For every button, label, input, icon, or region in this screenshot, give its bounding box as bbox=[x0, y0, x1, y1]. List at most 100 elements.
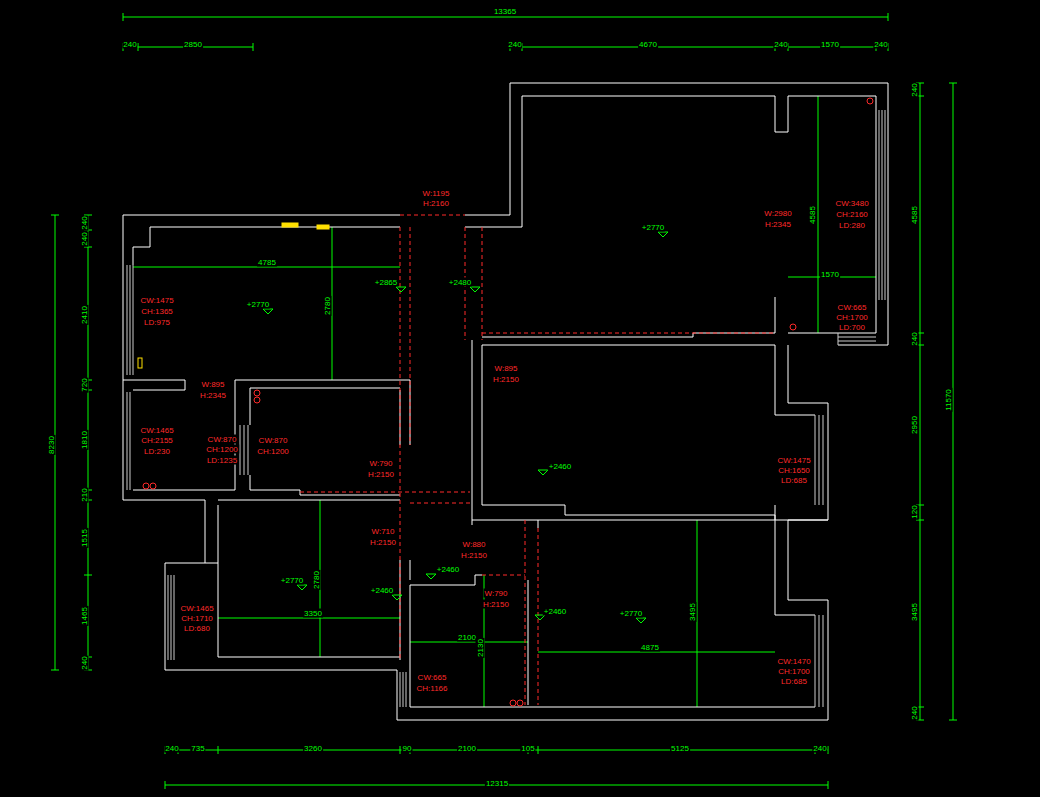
dimension-text: 13365 bbox=[493, 7, 517, 16]
dimension-text: 2100 bbox=[457, 744, 477, 753]
pipe-markers bbox=[143, 98, 873, 706]
dimension-text: +2460 bbox=[370, 586, 394, 595]
opening-label: W:895 bbox=[201, 380, 226, 389]
dimension-text: 90 bbox=[402, 744, 413, 753]
opening-label: H:2150 bbox=[482, 600, 510, 609]
opening-label: H:2345 bbox=[199, 391, 227, 400]
dimension-text: 1570 bbox=[820, 270, 840, 279]
level-marks bbox=[263, 232, 668, 623]
dimension-text: 4585 bbox=[808, 205, 817, 225]
opening-label: LD:685 bbox=[780, 476, 808, 485]
opening-label: H:2345 bbox=[764, 220, 792, 229]
opening-label: CH:1650 bbox=[777, 466, 811, 475]
opening-label: W:1195 bbox=[422, 189, 451, 198]
dimension-text: 105 bbox=[520, 744, 535, 753]
dimension-text: 240 bbox=[122, 40, 137, 49]
dimension-text: 4785 bbox=[257, 258, 277, 267]
opening-label: LD:1235 bbox=[206, 456, 238, 465]
opening-label: H:2150 bbox=[369, 538, 397, 547]
opening-label: LD:230 bbox=[143, 447, 171, 456]
dimension-text: 120 bbox=[910, 504, 919, 519]
opening-label: CW:665 bbox=[837, 303, 868, 312]
outlet-marks bbox=[138, 223, 329, 368]
opening-label: CW:1475 bbox=[139, 296, 174, 305]
opening-label: CW:1465 bbox=[179, 604, 214, 613]
opening-label: CW:1465 bbox=[139, 426, 174, 435]
dimension-text: +2480 bbox=[448, 278, 472, 287]
dimension-text: +2460 bbox=[543, 607, 567, 616]
opening-label: CH:1700 bbox=[835, 313, 869, 322]
walls bbox=[123, 83, 888, 720]
dimension-text: 3260 bbox=[303, 744, 323, 753]
opening-label: H:2150 bbox=[367, 470, 395, 479]
opening-label: W:790 bbox=[484, 589, 509, 598]
dimension-text: 1465 bbox=[80, 606, 89, 626]
dimension-text: 1570 bbox=[820, 40, 840, 49]
dimension-text: +2770 bbox=[619, 609, 643, 618]
opening-label: CH:1365 bbox=[140, 307, 174, 316]
dimension-text: 2100 bbox=[457, 633, 477, 642]
opening-label: CH:1700 bbox=[777, 667, 811, 676]
dimension-text: 735 bbox=[190, 744, 205, 753]
dimension-text: 240 bbox=[773, 40, 788, 49]
opening-label: CH:1166 bbox=[416, 684, 449, 693]
dimension-text: +2865 bbox=[374, 278, 398, 287]
dimension-text: 240 bbox=[80, 231, 89, 246]
opening-label: H:2160 bbox=[422, 199, 450, 208]
dimension-text: 2130 bbox=[476, 638, 485, 658]
dimension-text: 240 bbox=[80, 655, 89, 670]
dimension-text: 3495 bbox=[910, 602, 919, 622]
dimension-text: 8230 bbox=[47, 435, 56, 455]
opening-label: CW:3480 bbox=[834, 199, 869, 208]
opening-label: CW:870 bbox=[258, 436, 289, 445]
dimension-text: +2770 bbox=[246, 300, 270, 309]
opening-label: CH:1710 bbox=[180, 614, 214, 623]
opening-label: CW:1470 bbox=[776, 657, 811, 666]
dimension-text: 5125 bbox=[670, 744, 690, 753]
opening-label: CW:870 bbox=[207, 435, 238, 444]
dimension-text: 240 bbox=[910, 82, 919, 97]
opening-label: LD:975 bbox=[143, 318, 171, 327]
dimension-text: 240 bbox=[80, 215, 89, 230]
dimension-text: 240 bbox=[164, 744, 179, 753]
opening-label: W:2980 bbox=[763, 209, 792, 218]
windows bbox=[127, 110, 885, 707]
opening-label: CH:2160 bbox=[835, 210, 869, 219]
dimension-text: 1810 bbox=[80, 430, 89, 450]
dimension-text: 240 bbox=[507, 40, 522, 49]
dimension-text: 240 bbox=[910, 331, 919, 346]
dimension-text: 2410 bbox=[80, 305, 89, 325]
dimension-text: 4875 bbox=[640, 643, 660, 652]
dimension-lines bbox=[51, 13, 957, 789]
dimension-text: 12315 bbox=[485, 779, 509, 788]
dimension-text: +2460 bbox=[436, 565, 460, 574]
dimension-text: 3495 bbox=[688, 602, 697, 622]
opening-label: W:790 bbox=[369, 459, 394, 468]
dimension-text: 240 bbox=[873, 40, 888, 49]
dimension-text: 240 bbox=[812, 744, 827, 753]
dimension-text: 240 bbox=[910, 705, 919, 720]
opening-label: H:2150 bbox=[460, 551, 488, 560]
opening-label: LD:685 bbox=[780, 677, 808, 686]
opening-label: CH:1200 bbox=[205, 445, 239, 454]
opening-label: CH:1200 bbox=[256, 447, 290, 456]
dimension-text: 2780 bbox=[323, 296, 332, 316]
dimension-text: 1515 bbox=[80, 528, 89, 548]
dimension-text: +2770 bbox=[641, 223, 665, 232]
dimension-text: 210 bbox=[80, 487, 89, 502]
opening-label: W:710 bbox=[371, 527, 396, 536]
dimension-text: 4670 bbox=[638, 40, 658, 49]
hidden-lines bbox=[300, 215, 775, 705]
opening-label: LD:280 bbox=[838, 221, 866, 230]
opening-label: CW:1475 bbox=[776, 456, 811, 465]
dimension-text: 4585 bbox=[910, 205, 919, 225]
opening-label: CH:2155 bbox=[140, 436, 174, 445]
opening-label: LD:680 bbox=[183, 624, 211, 633]
dimension-text: 2850 bbox=[183, 40, 203, 49]
opening-label: LD:700 bbox=[838, 323, 866, 332]
dimension-text: +2460 bbox=[548, 462, 572, 471]
opening-label: W:895 bbox=[494, 364, 519, 373]
dimension-text: 2950 bbox=[910, 415, 919, 435]
dimension-text: 11570 bbox=[944, 388, 953, 412]
